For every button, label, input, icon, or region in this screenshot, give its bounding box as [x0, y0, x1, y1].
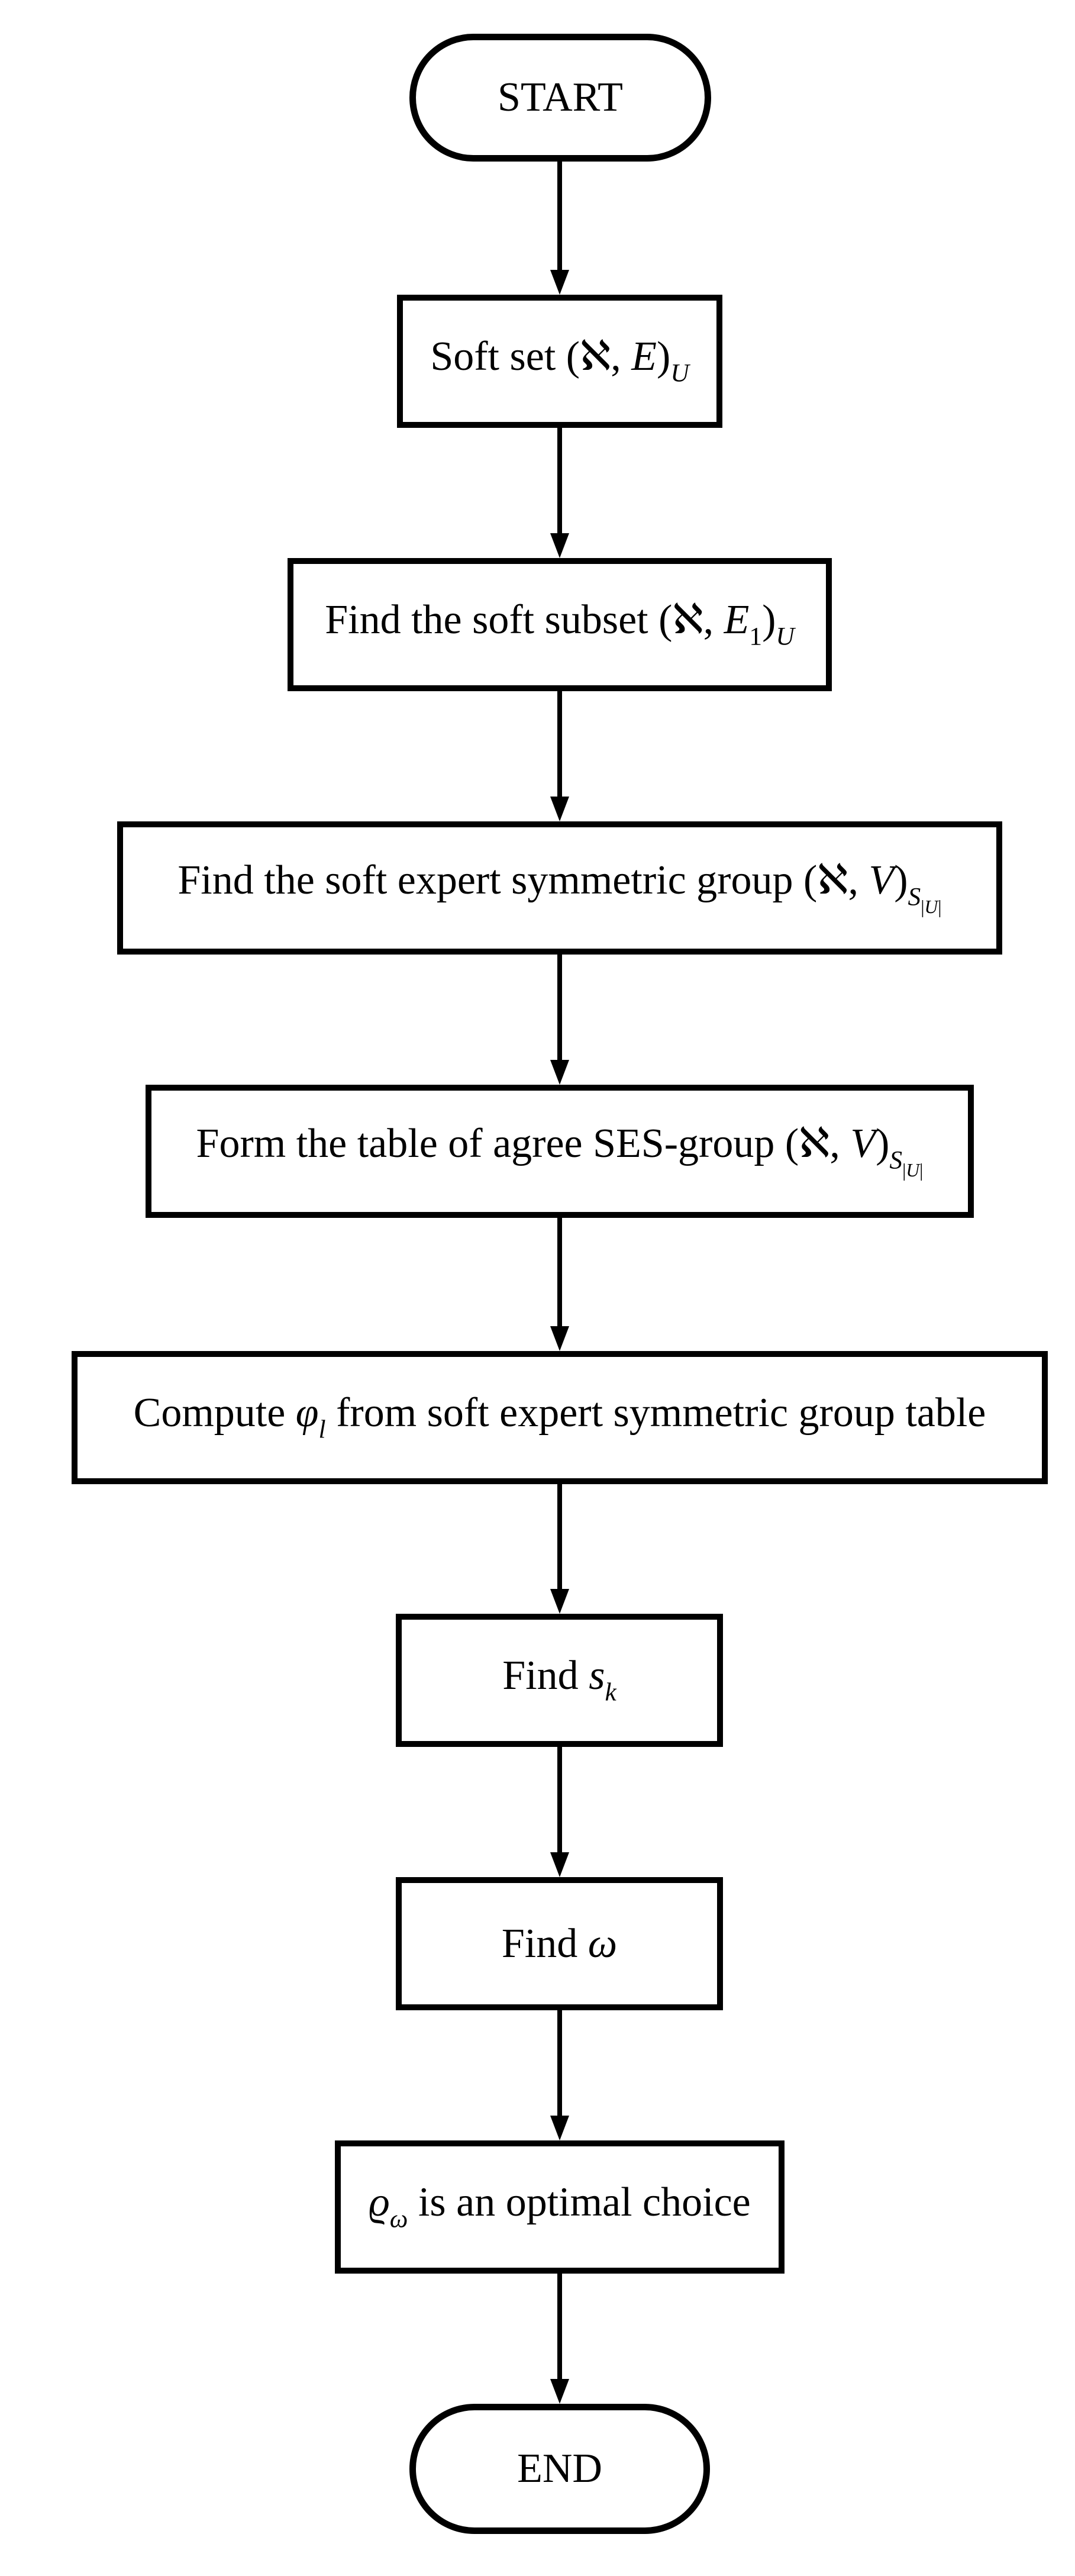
- arrow-shaft: [557, 2010, 562, 2116]
- arrowhead-icon: [550, 1060, 569, 1085]
- node-start-label: START: [498, 75, 623, 120]
- node-find-soft-subset-label: Find the soft subset (ℵ, E1)U: [325, 597, 795, 651]
- arrow-find-omega-to-optimal-choice: [550, 2010, 569, 2140]
- node-soft-set: Soft set (ℵ, E)U: [397, 295, 722, 428]
- node-form-agree-ses-group-table: Form the table of agree SES-group (ℵ, V)…: [146, 1085, 974, 1218]
- node-form-agree-ses-group-table-label: Form the table of agree SES-group (ℵ, V)…: [196, 1120, 924, 1181]
- node-find-omega: Find ω: [396, 1877, 723, 2010]
- arrow-shaft: [557, 2274, 562, 2379]
- node-soft-set-label: Soft set (ℵ, E)U: [430, 334, 689, 388]
- node-compute-phi-label: Compute φl from soft expert symmetric gr…: [133, 1390, 986, 1444]
- arrow-shaft: [557, 428, 562, 533]
- arrow-shaft: [557, 691, 562, 797]
- arrow-compute-phi-to-find-sk: [550, 1484, 569, 1614]
- arrowhead-icon: [550, 533, 569, 558]
- arrowhead-icon: [550, 1326, 569, 1351]
- arrowhead-icon: [550, 270, 569, 295]
- arrow-find-sk-to-find-omega: [550, 1747, 569, 1877]
- node-compute-phi: Compute φl from soft expert symmetric gr…: [72, 1351, 1048, 1484]
- node-find-soft-expert-symmetric-group-label: Find the soft expert symmetric group (ℵ,…: [177, 857, 942, 917]
- arrow-shaft: [557, 162, 562, 270]
- arrowhead-icon: [550, 2116, 569, 2140]
- arrow-symmetric-group-to-agree-table: [550, 955, 569, 1085]
- node-find-sk-label: Find sk: [502, 1653, 616, 1707]
- arrow-agree-table-to-compute-phi: [550, 1218, 569, 1351]
- arrow-shaft: [557, 1484, 562, 1589]
- arrowhead-icon: [550, 2379, 569, 2404]
- node-find-sk: Find sk: [396, 1614, 723, 1747]
- node-optimal-choice-label: ϱω is an optimal choice: [369, 2180, 751, 2233]
- arrow-soft-set-to-find-soft-subset: [550, 428, 569, 558]
- arrowhead-icon: [550, 797, 569, 821]
- arrowhead-icon: [550, 1589, 569, 1614]
- arrowhead-icon: [550, 1852, 569, 1877]
- arrow-shaft: [557, 955, 562, 1060]
- arrow-start-to-soft-set: [550, 162, 569, 295]
- node-start: START: [409, 34, 711, 162]
- node-optimal-choice: ϱω is an optimal choice: [335, 2140, 785, 2274]
- arrow-shaft: [557, 1747, 562, 1852]
- arrow-find-soft-subset-to-symmetric-group: [550, 691, 569, 821]
- node-find-omega-label: Find ω: [501, 1920, 618, 1966]
- arrow-shaft: [557, 1218, 562, 1326]
- arrow-optimal-choice-to-end: [550, 2274, 569, 2404]
- node-find-soft-subset: Find the soft subset (ℵ, E1)U: [288, 558, 832, 691]
- node-end-label: END: [517, 2446, 602, 2491]
- node-find-soft-expert-symmetric-group: Find the soft expert symmetric group (ℵ,…: [117, 821, 1002, 955]
- node-end: END: [409, 2404, 710, 2534]
